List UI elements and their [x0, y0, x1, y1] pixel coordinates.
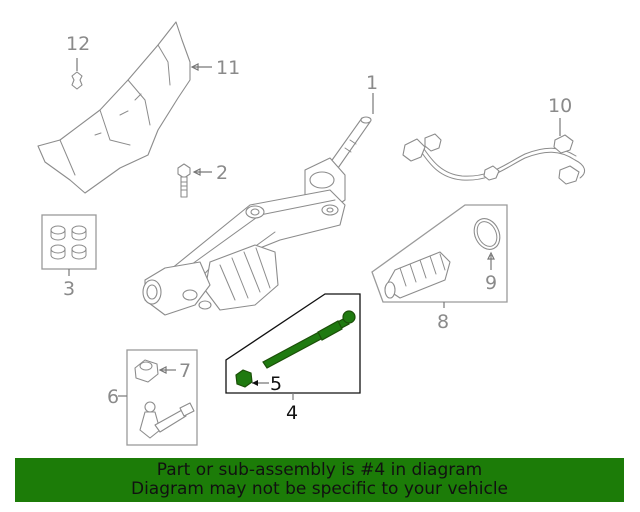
callout-7[interactable]: 7	[179, 360, 191, 382]
callout-5[interactable]: 5	[270, 373, 282, 395]
callout-10[interactable]: 10	[548, 95, 572, 117]
part-4-inner-tie-rod-kit[interactable]	[225, 293, 361, 400]
part-8-boot-kit[interactable]	[371, 204, 508, 308]
part-6-outer-tie-rod[interactable]	[118, 349, 198, 446]
callout-4[interactable]: 4	[286, 402, 298, 424]
callout-8[interactable]: 8	[437, 311, 449, 333]
part-12-clip[interactable]	[71, 58, 83, 90]
banner-line-1: Part or sub-assembly is #4 in diagram	[156, 460, 483, 480]
callout-1[interactable]: 1	[366, 72, 378, 94]
part-5-jam-nut[interactable]	[235, 369, 269, 388]
callout-12[interactable]: 12	[66, 33, 90, 55]
callout-3[interactable]: 3	[63, 278, 75, 300]
part-11-heat-shield[interactable]	[37, 21, 212, 194]
part-10-wiring-harness[interactable]	[402, 118, 586, 185]
part-3-bushings[interactable]	[41, 214, 97, 276]
callout-2[interactable]: 2	[216, 162, 228, 184]
info-banner: Part or sub-assembly is #4 in diagram Di…	[15, 458, 624, 502]
part-1-steering-gear[interactable]	[142, 93, 374, 316]
part-7-nut[interactable]	[158, 366, 176, 374]
callout-6[interactable]: 6	[107, 386, 119, 408]
callout-11[interactable]: 11	[216, 57, 240, 79]
part-9-clamp[interactable]	[469, 214, 504, 270]
part-2-bolt[interactable]	[177, 163, 212, 198]
banner-line-2: Diagram may not be specific to your vehi…	[130, 479, 508, 499]
callout-9[interactable]: 9	[485, 272, 497, 294]
